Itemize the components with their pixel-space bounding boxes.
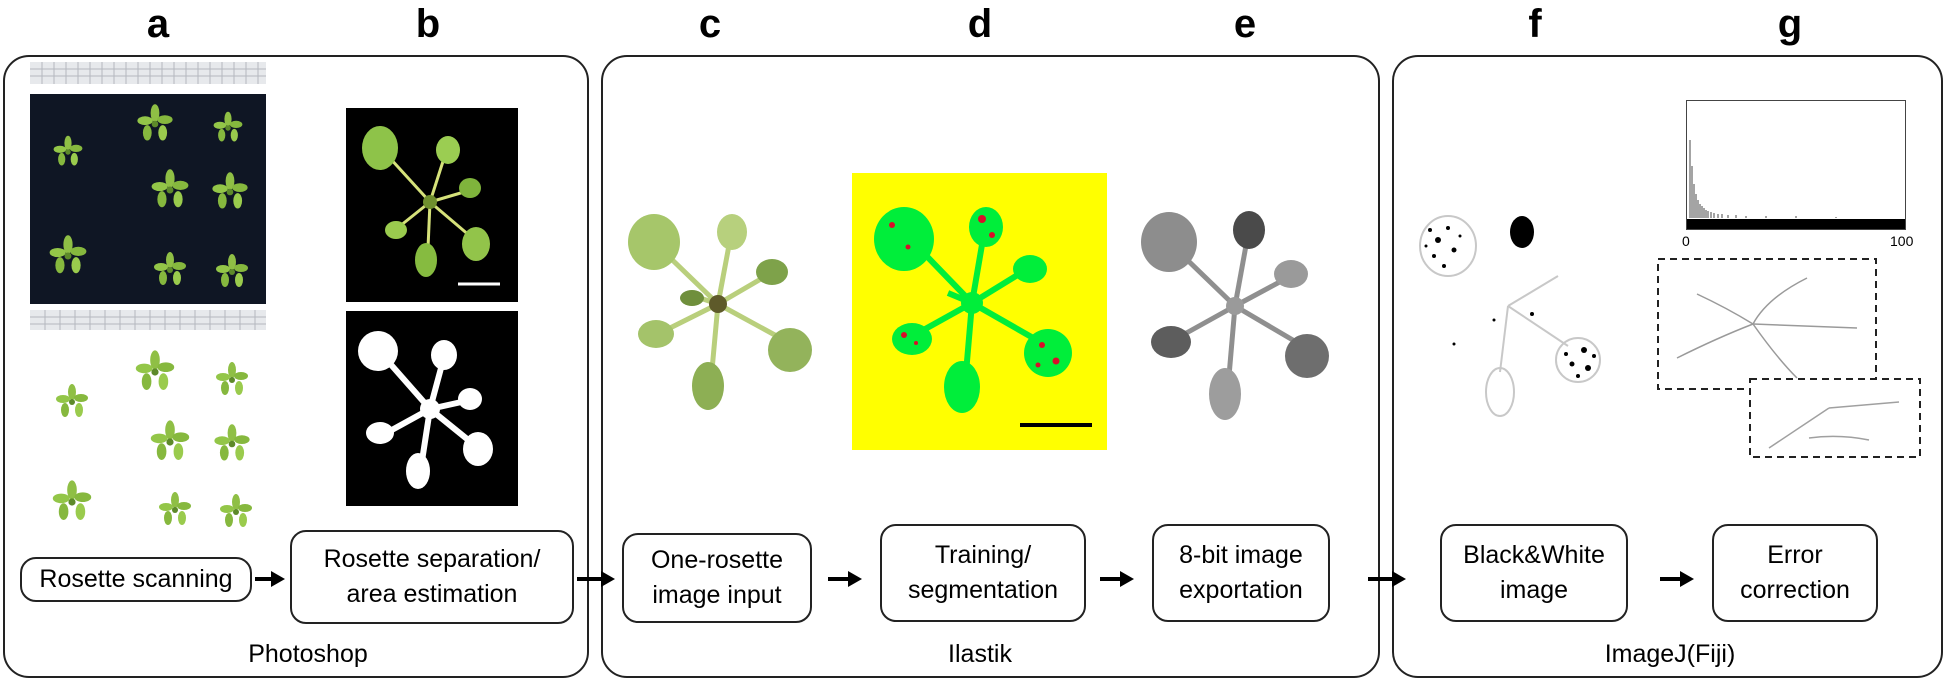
label-e: e [1233,2,1257,46]
ilastik-panel [601,55,1380,678]
arrow-a-to-b [255,566,285,592]
scan-ruler-bottom [30,310,266,330]
arrow-c-to-d [828,566,862,592]
single-rosette-color-image [346,108,518,302]
arrow-b-to-c [577,566,615,592]
scanned-rosettes-image [30,94,266,304]
label-g: g [1777,2,1803,46]
histogram-plot [1686,100,1906,230]
histogram-axis-min: 0 [1682,233,1690,249]
imagej-panel [1392,55,1943,678]
step-rosette-scanning: Rosette scanning [20,557,252,602]
step-black-white-image: Black&White image [1440,524,1628,622]
error-correction-view-2 [1749,378,1921,458]
step-rosette-separation: Rosette separation/ area estimation [290,530,574,624]
error-correction-view-1 [1657,258,1877,390]
segmentation-image [852,173,1107,450]
input-rosette-image [620,200,820,420]
label-b: b [415,2,441,46]
photoshop-panel [3,55,589,678]
step-training-segmentation: Training/ segmentation [880,524,1086,622]
label-d: d [967,2,993,46]
step-error-correction: Error correction [1712,524,1878,622]
histogram-axis-max: 100 [1890,233,1914,249]
eight-bit-export-image [1135,200,1335,430]
label-f: f [1528,2,1542,46]
scan-ruler-top [30,62,266,84]
arrow-f-to-g [1660,566,1694,592]
imagej-caption: ImageJ(Fiji) [1604,640,1736,668]
step-8bit-exportation: 8-bit image exportation [1152,524,1330,622]
photoshop-caption: Photoshop [248,640,368,668]
separated-rosettes-image [30,340,266,540]
label-a: a [146,2,170,46]
arrow-e-to-f [1368,566,1406,592]
label-c: c [698,2,722,46]
single-rosette-mask-image [346,311,518,506]
arrow-d-to-e [1100,566,1134,592]
black-white-image [1408,200,1628,440]
step-one-rosette-input: One-rosette image input [622,533,812,623]
ilastik-caption: Ilastik [948,640,1012,668]
